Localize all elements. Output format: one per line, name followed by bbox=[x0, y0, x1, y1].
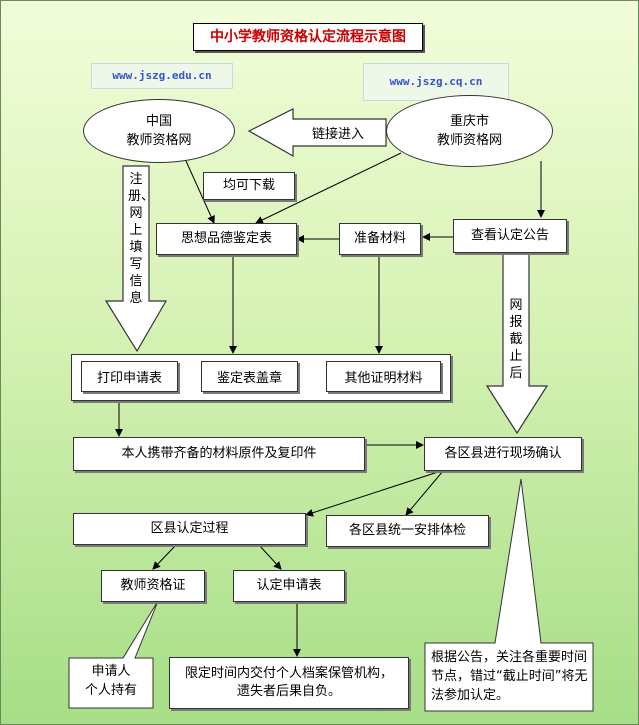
node-stamp: 鉴定表盖章 bbox=[201, 361, 298, 392]
edge-china-to-moral bbox=[185, 160, 215, 224]
node-bring-materials: 本人携带齐备的材料原件及复印件 bbox=[73, 437, 365, 471]
edge-process-to-form bbox=[258, 544, 282, 570]
edge-process-to-cert bbox=[152, 544, 177, 570]
node-certificate: 教师资格证 bbox=[101, 570, 205, 602]
node-china-site-label: 中国 教师资格网 bbox=[126, 114, 192, 148]
node-district-process: 区县认定过程 bbox=[73, 513, 306, 545]
node-china-site: 中国 教师资格网 bbox=[83, 99, 235, 163]
node-download: 均可下载 bbox=[203, 172, 295, 200]
node-archive: 限定时间内交付个人档案保管机构， 遗失者后果自负。 bbox=[169, 657, 409, 709]
register-label: 注册、网上填写信息 bbox=[128, 172, 155, 306]
node-chongqing-site: 重庆市 教师资格网 bbox=[386, 95, 553, 167]
node-check-notice: 查看认定公告 bbox=[453, 219, 567, 253]
node-notice-tip: 根据公告，关注各重要时间节点，错过“截止时间”将无法参加认定。 bbox=[431, 650, 588, 703]
node-holder: 申请人 个人持有 bbox=[84, 664, 137, 698]
link-in-label: 链接进入 bbox=[311, 127, 364, 142]
node-app-form: 认定申请表 bbox=[233, 570, 345, 602]
node-moral-form: 思想品德鉴定表 bbox=[156, 223, 297, 255]
edge-confirm-to-process bbox=[305, 470, 442, 517]
node-prepare: 准备材料 bbox=[339, 223, 421, 255]
deadline-label: 网报截止后 bbox=[509, 298, 523, 381]
edge-confirm-to-exam bbox=[405, 470, 444, 516]
node-other-proof: 其他证明材料 bbox=[326, 361, 441, 392]
edge-cq-to-moral bbox=[255, 152, 402, 224]
node-medical-exam: 各区县统一安排体检 bbox=[326, 515, 489, 547]
node-chongqing-site-label: 重庆市 教师资格网 bbox=[436, 114, 502, 148]
deadline-arrow bbox=[485, 252, 549, 435]
page-title: 中小学教师资格认定流程示意图 bbox=[193, 23, 423, 51]
register-arrow bbox=[104, 165, 168, 353]
notice-callout bbox=[424, 478, 594, 712]
node-onsite-confirm: 各区县进行现场确认 bbox=[424, 437, 582, 471]
holder-callout bbox=[68, 600, 159, 709]
node-print-form: 打印申请表 bbox=[81, 361, 178, 392]
url-china[interactable]: www.jszg.edu.cn bbox=[91, 63, 233, 89]
